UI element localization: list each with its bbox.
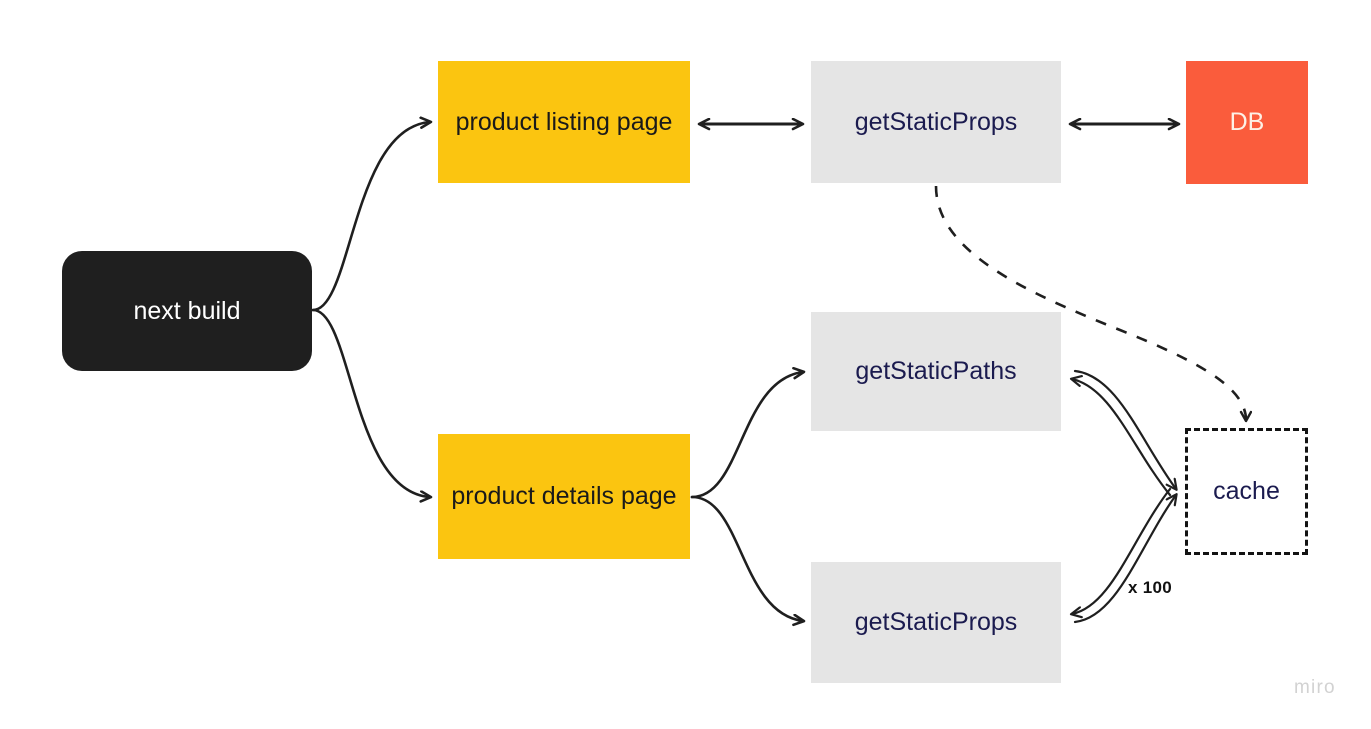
- node-cache[interactable]: cache: [1185, 428, 1308, 555]
- edge-gspaths-to-cache-b: [1072, 379, 1172, 497]
- edge-pdp-to-gspaths: [690, 372, 803, 499]
- node-product-details-page-label: product details page: [451, 482, 677, 511]
- edge-gspaths-to-cache-a: [1073, 369, 1176, 489]
- edge-pdp-to-gsp-bottom: [690, 495, 803, 621]
- node-get-static-props-top[interactable]: getStaticProps: [811, 61, 1061, 183]
- node-get-static-paths-label: getStaticPaths: [855, 357, 1017, 386]
- node-product-listing-page-label: product listing page: [455, 107, 673, 136]
- node-db-label: DB: [1229, 108, 1265, 137]
- node-get-static-props-bottom-label: getStaticProps: [854, 608, 1018, 637]
- node-product-details-page[interactable]: product details page: [438, 434, 690, 559]
- node-get-static-paths[interactable]: getStaticPaths: [811, 312, 1061, 431]
- miro-watermark: miro: [1294, 677, 1336, 698]
- node-cache-label: cache: [1213, 477, 1280, 506]
- node-next-build[interactable]: next build: [62, 251, 312, 371]
- edge-next-build-to-plp: [311, 122, 430, 312]
- edge-next-build-to-pdp: [311, 308, 430, 497]
- node-db[interactable]: DB: [1186, 61, 1308, 184]
- node-get-static-props-top-label: getStaticProps: [854, 107, 1018, 136]
- edge-label-x100: x 100: [1128, 578, 1173, 597]
- node-product-listing-page[interactable]: product listing page: [438, 61, 690, 183]
- edge-gsp-bottom-to-cache-a: [1073, 495, 1176, 624]
- node-next-build-label: next build: [133, 296, 241, 325]
- node-get-static-props-bottom[interactable]: getStaticProps: [811, 562, 1061, 683]
